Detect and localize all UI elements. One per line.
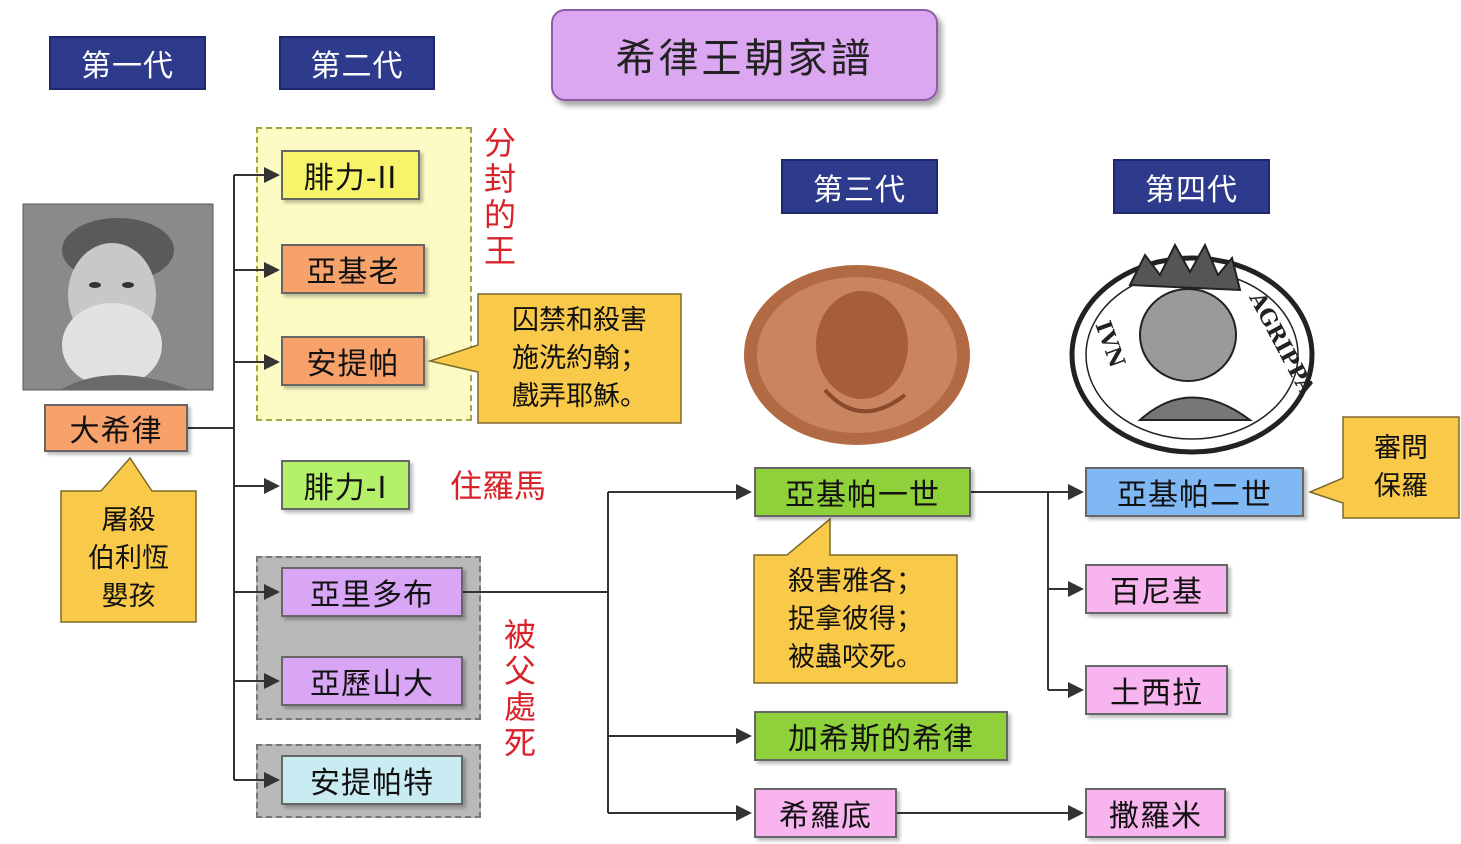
callout-line: 審問 [1374, 433, 1428, 464]
agrippa2-coin [1069, 242, 1315, 455]
annotation-in-rome: 住羅馬 [449, 467, 546, 505]
annotation-killed-char: 處 [503, 688, 536, 726]
callout-herod: 屠殺 伯利恆 嬰孩 [61, 500, 196, 618]
agrippa1-coin [744, 265, 970, 445]
annotation-tetrarch-char: 的 [483, 196, 516, 234]
node-salome: 撒羅米 [1085, 788, 1226, 838]
callout-line: 戲弄耶穌。 [512, 381, 647, 412]
node-herod-great: 大希律 [44, 404, 188, 452]
gen2-label: 第二代 [279, 36, 435, 90]
callout-line: 被蟲咬死。 [788, 642, 923, 673]
callout-line: 施洗約翰； [512, 343, 647, 374]
node-antipas: 安提帕 [281, 336, 425, 386]
node-antipater: 安提帕特 [281, 755, 463, 805]
gen1-label: 第一代 [49, 36, 206, 90]
gen4-label: 第四代 [1113, 159, 1270, 214]
callout-line: 嬰孩 [101, 581, 156, 612]
callout-antipas-shape [427, 293, 682, 424]
node-alexander: 亞歷山大 [281, 656, 463, 706]
annotation-killed-char: 死 [503, 724, 536, 762]
callout-line: 殺害雅各； [788, 566, 923, 597]
annotation-killed-char: 父 [503, 652, 536, 690]
annotation-tetrarch-char: 王 [483, 232, 516, 270]
callout-line: 保羅 [1374, 471, 1428, 502]
node-philip-1: 腓力-I [281, 460, 410, 510]
node-drusilla: 土西拉 [1085, 665, 1228, 715]
annotation-killed-by-father: 被 父 處 死 [500, 617, 540, 761]
herod-portrait [22, 203, 214, 391]
node-herod-chalcis: 加希斯的希律 [754, 711, 1008, 761]
callout-line: 囚禁和殺害 [512, 305, 647, 336]
callout-line: 捉拿彼得； [788, 604, 923, 635]
node-herodias: 希羅底 [754, 788, 897, 838]
node-aristobulus: 亞里多布 [281, 567, 463, 617]
callout-line: 屠殺 [101, 505, 156, 536]
node-philip-2: 腓力-II [281, 150, 420, 200]
callout-agrippa2: 審問 保羅 [1343, 423, 1459, 513]
annotation-tetrarch-char: 分 [483, 124, 516, 162]
callout-agrippa2-shape [1307, 416, 1460, 519]
node-bernice: 百尼基 [1085, 564, 1228, 614]
node-agrippa-2: 亞基帕二世 [1085, 467, 1304, 517]
callout-agrippa1-shape [753, 517, 958, 684]
annotation-killed-char: 被 [503, 616, 536, 654]
node-agrippa-1: 亞基帕一世 [754, 467, 971, 517]
annotation-tetrarch-char: 封 [483, 160, 516, 198]
diagram-title: 希律王朝家譜 [551, 9, 938, 101]
callout-antipas: 囚禁和殺害 施洗約翰； 戲弄耶穌。 [478, 300, 681, 418]
annotation-tetrarch: 分 封 的 王 [480, 125, 520, 269]
gen3-label: 第三代 [781, 159, 938, 214]
node-archelaus: 亞基老 [281, 244, 425, 294]
callout-agrippa1: 殺害雅各； 捉拿彼得； 被蟲咬死。 [754, 561, 957, 679]
callout-herod-shape [60, 456, 197, 623]
callout-line: 伯利恆 [88, 543, 169, 574]
